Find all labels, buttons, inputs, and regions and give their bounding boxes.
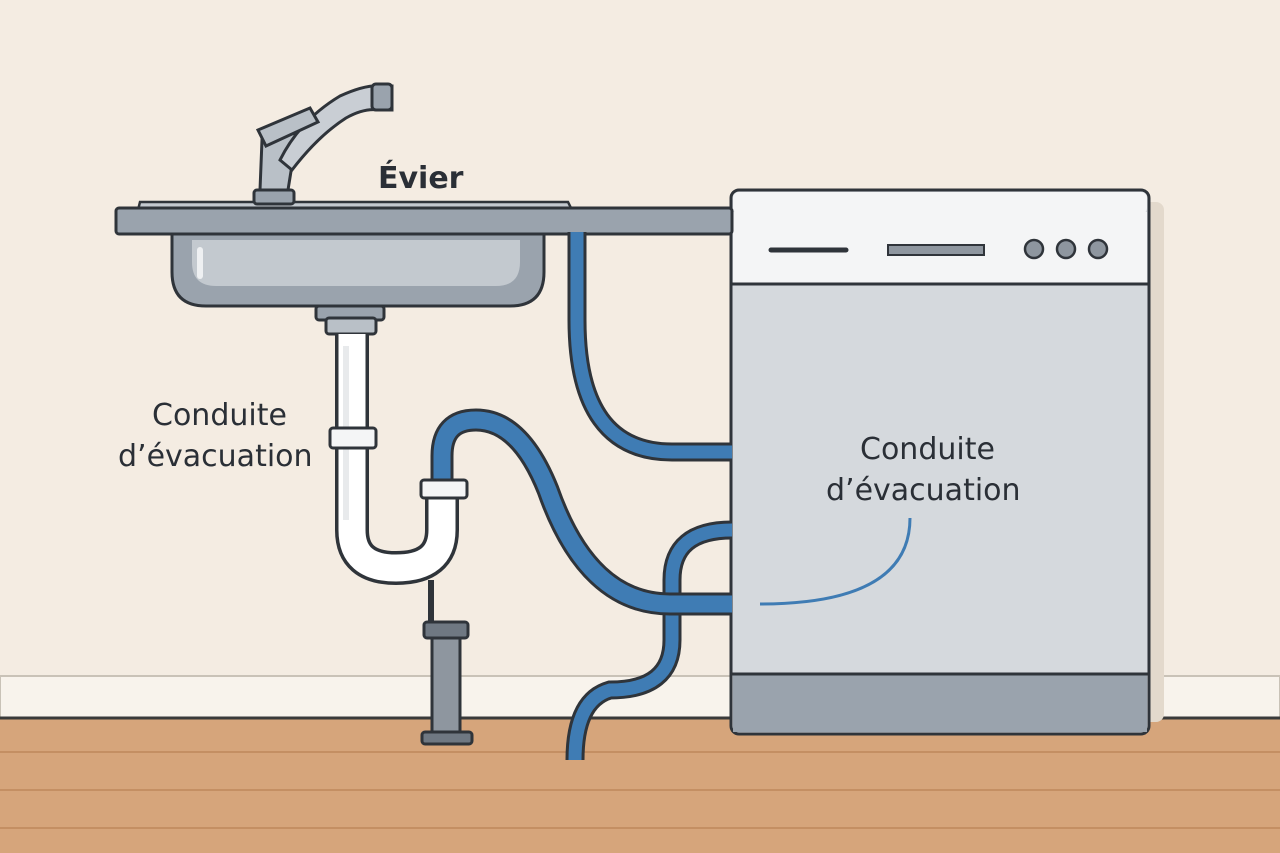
sink-basin (170, 230, 546, 308)
sink-drain-nut (314, 304, 386, 336)
pipe-coupling (328, 426, 378, 450)
dishwasher-drain-label-line2: d’évacuation (826, 473, 1021, 508)
label-pointer (759, 517, 912, 606)
dishwasher-kickplate (733, 674, 1147, 732)
dishwasher-display (887, 244, 985, 256)
faucet (252, 82, 394, 206)
sink-drain-label-line2: d’évacuation (118, 439, 313, 474)
dishwasher-drain-label-line1: Conduite (860, 432, 995, 467)
sink-drain-label-line1: Conduite (152, 398, 287, 433)
countertop (114, 200, 734, 236)
indicator-light (1023, 238, 1045, 260)
indicator-light (1087, 238, 1109, 260)
dishwasher-control-panel (733, 192, 1147, 214)
indicator-light (1055, 238, 1077, 260)
waste-pipe (420, 580, 474, 746)
floor (0, 716, 1280, 853)
sink-label: Évier (378, 160, 464, 196)
trap-coupling (419, 478, 469, 500)
